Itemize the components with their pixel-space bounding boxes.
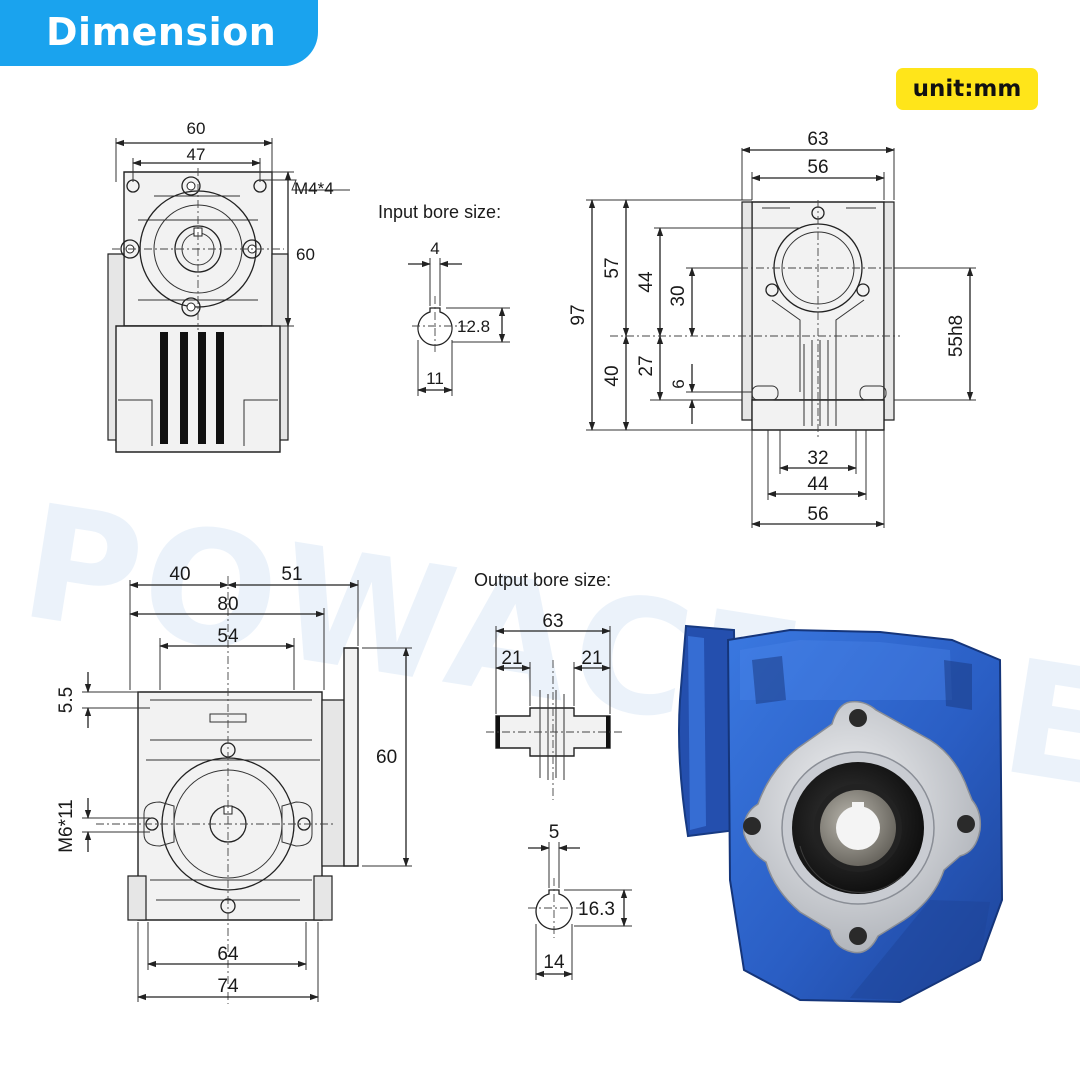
caption-output-bore: Output bore size: — [474, 570, 611, 590]
input-key-width: 4 — [430, 239, 439, 258]
side-dim-55h8: 55h8 — [946, 315, 967, 357]
input-bore: Input bore size: 4 12.8 11 — [378, 202, 510, 396]
input-diameter: 11 — [426, 369, 444, 388]
side-dim-6: 6 — [669, 379, 688, 388]
bottom-view: 40 51 80 54 5.5 60 M6*11 64 74 — [56, 564, 412, 1004]
side-dim-44-h: 44 — [807, 474, 829, 495]
output-key-width: 5 — [549, 822, 560, 843]
front-bolt-note: M4*4 — [294, 179, 334, 198]
side-dim-40: 40 — [602, 365, 623, 386]
front-dim-47: 47 — [187, 145, 206, 164]
output-bore: 5 16.3 14 — [528, 822, 632, 980]
caption-input-bore: Input bore size: — [378, 202, 501, 222]
bottom-dim-51: 51 — [281, 564, 302, 585]
side-dim-63: 63 — [807, 129, 828, 150]
side-view: 63 56 97 57 44 30 40 27 6 55h8 32 44 56 — [568, 129, 976, 528]
header-banner: Dimension — [0, 0, 318, 66]
side-dim-56-top: 56 — [807, 157, 828, 178]
output-shaft-length: 63 — [542, 611, 563, 632]
output-height: 16.3 — [578, 899, 615, 920]
side-dim-57: 57 — [602, 257, 623, 278]
unit-badge: unit:mm — [896, 68, 1038, 110]
side-dim-27: 27 — [636, 355, 657, 376]
bottom-dim-64: 64 — [217, 944, 239, 965]
output-shaft: Output bore size: 63 21 21 — [474, 570, 622, 800]
bottom-dim-40: 40 — [169, 564, 190, 585]
front-dim-60-top: 60 — [187, 119, 206, 138]
bottom-dim-54: 54 — [217, 626, 239, 647]
gearbox-photo — [678, 624, 1004, 1004]
bottom-dim-80: 80 — [217, 594, 238, 615]
output-shaft-right: 21 — [581, 648, 602, 669]
output-shaft-left: 21 — [501, 648, 522, 669]
header-title: Dimension — [46, 10, 277, 54]
front-view: 60 47 60 M4*4 — [107, 119, 350, 453]
side-dim-32: 32 — [807, 448, 828, 469]
bottom-dim-m6: M6*11 — [56, 799, 77, 853]
side-dim-44-v: 44 — [636, 271, 657, 293]
input-height: 12.8 — [457, 317, 490, 336]
side-dim-30: 30 — [668, 285, 689, 306]
bottom-dim-60: 60 — [376, 747, 397, 768]
bottom-dim-5-5: 5.5 — [56, 687, 77, 713]
front-dim-60-side: 60 — [296, 245, 315, 264]
side-dim-97: 97 — [568, 304, 589, 325]
side-dim-56-bottom: 56 — [807, 504, 828, 525]
output-diameter: 14 — [543, 952, 565, 973]
bottom-dim-74: 74 — [217, 976, 239, 997]
